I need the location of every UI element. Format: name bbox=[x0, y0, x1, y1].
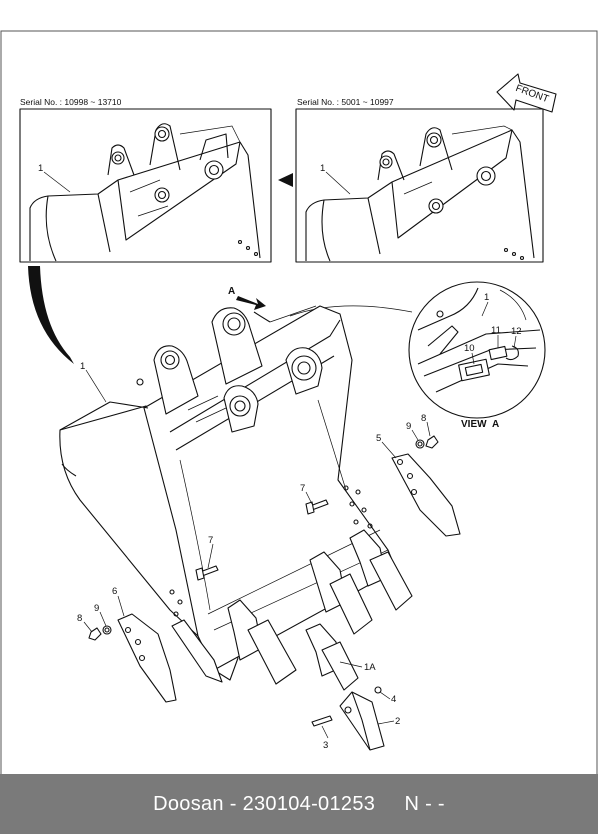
inset-right: Serial No. : 5001 ~ 10997 1 bbox=[295, 97, 544, 263]
inset-right-frame bbox=[295, 108, 544, 263]
view-a-part-12: 12 bbox=[511, 326, 522, 337]
main-part-1: 1 bbox=[80, 361, 85, 372]
inset-right-serial: Serial No. : 5001 ~ 10997 bbox=[297, 97, 394, 107]
view-a-part-1: 1 bbox=[484, 292, 489, 303]
inset-left: Serial No. : 10998 ~ 13710 1 bbox=[19, 97, 272, 263]
bolts bbox=[195, 499, 329, 581]
footer-part-number: 230104-01253 bbox=[242, 792, 376, 815]
main-part-7-upper: 7 bbox=[300, 483, 305, 494]
inset-left-frame bbox=[19, 108, 272, 263]
teeth bbox=[171, 529, 413, 691]
side-cutter-left bbox=[88, 613, 177, 703]
main-part-8-left: 8 bbox=[77, 613, 82, 624]
main-part-6: 6 bbox=[112, 586, 117, 597]
main-part-5: 5 bbox=[376, 433, 381, 444]
main-part-7-lower: 7 bbox=[208, 535, 213, 546]
footer-bar: Doosan - 230104-01253 N - - bbox=[0, 774, 598, 834]
main-part-8-right: 8 bbox=[421, 413, 426, 424]
view-a-part-11: 11 bbox=[491, 325, 501, 336]
curved-arrow-icon bbox=[28, 266, 74, 364]
view-a-part-10: 10 bbox=[464, 343, 475, 354]
arrow-left-icon bbox=[278, 173, 293, 187]
inset-right-part-label: 1 bbox=[320, 163, 325, 174]
footer-suffix: N - - bbox=[404, 792, 445, 815]
footer-separator: - bbox=[223, 792, 243, 815]
view-a-marker: A bbox=[228, 286, 235, 297]
main-part-3: 3 bbox=[323, 740, 328, 751]
view-arrow-icon bbox=[236, 296, 266, 310]
footer-brand: Doosan bbox=[153, 792, 224, 815]
main-part-1a: 1A bbox=[364, 662, 376, 673]
footer-gap bbox=[375, 793, 404, 816]
detail-leader bbox=[289, 305, 413, 317]
side-cutter-right bbox=[391, 435, 461, 537]
main-part-2: 2 bbox=[395, 716, 400, 727]
inset-left-part-label: 1 bbox=[38, 163, 43, 174]
main-part-9-left: 9 bbox=[94, 603, 99, 614]
inset-left-serial: Serial No. : 10998 ~ 13710 bbox=[20, 97, 122, 107]
main-part-9-right: 9 bbox=[406, 421, 411, 432]
main-part-4: 4 bbox=[391, 694, 396, 705]
